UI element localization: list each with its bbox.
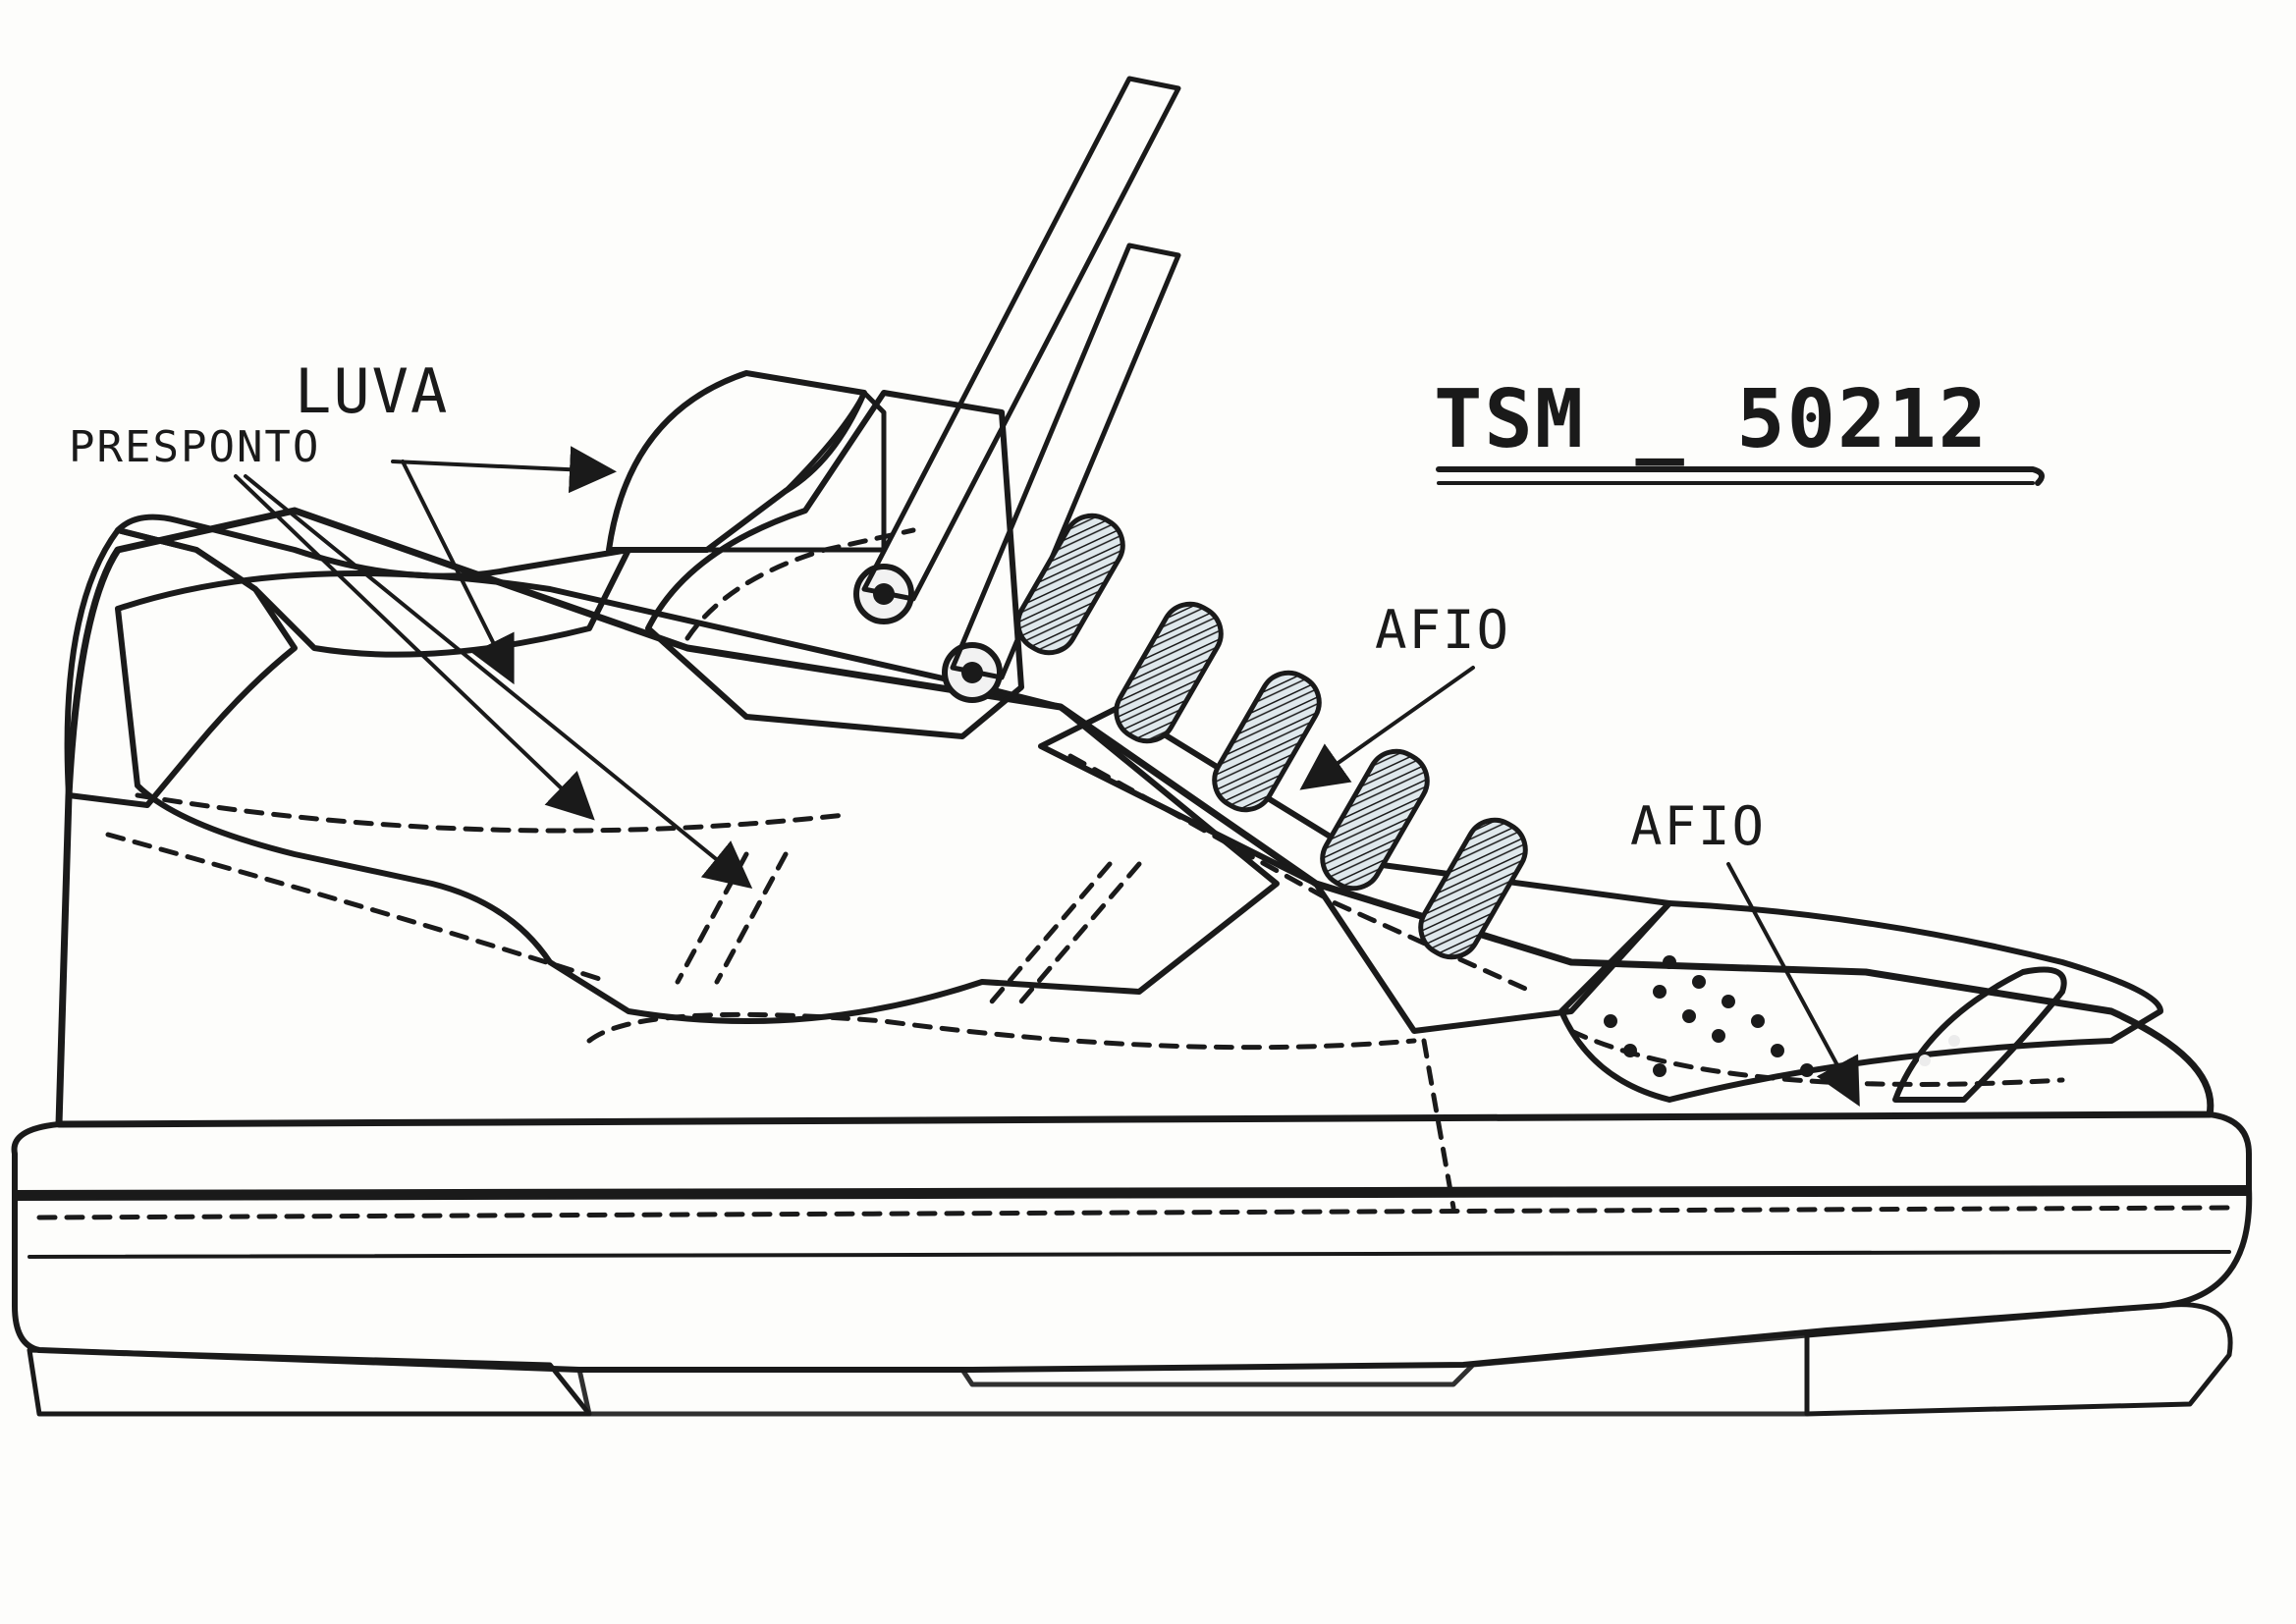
- lace-end-2: [950, 243, 1181, 680]
- lace-loop-2: [1114, 601, 1224, 744]
- lace-loop-5: [1418, 817, 1528, 960]
- heel-tread: [27, 1347, 592, 1417]
- model-code-underline: [1436, 466, 2045, 486]
- midsole: [11, 1111, 2252, 1201]
- lace-loop-4: [1320, 748, 1430, 892]
- laces: [861, 76, 1528, 960]
- toe-panel: [1558, 900, 2163, 1103]
- label-presponto: PRESPONTO: [69, 422, 320, 472]
- arrow-icon: [391, 446, 617, 494]
- collar-red: [645, 390, 1024, 739]
- sole: [11, 1111, 2253, 1417]
- arrow-icon: [244, 474, 753, 890]
- tongue-grey: [704, 390, 887, 553]
- upper: [55, 507, 2214, 1211]
- label-afio-2: AFIO: [1630, 795, 1766, 857]
- arrow-icon: [234, 474, 595, 821]
- heel-counter: [64, 527, 298, 808]
- toe-tread: [1804, 1302, 2233, 1417]
- lace-end-1: [861, 76, 1181, 602]
- model-code: TSM _ 50212: [1434, 373, 1989, 466]
- lace-loop-3: [1212, 670, 1322, 813]
- label-luva: LUVA: [295, 355, 449, 427]
- toe-perforations: [1604, 955, 1960, 1077]
- lace-loop-1: [1015, 513, 1125, 656]
- annotations: TSM _ 50212 LUVA PRESPONTO AFIO AFIO: [69, 355, 2045, 1108]
- heel-collar: [115, 514, 631, 658]
- arrow-icon: [1299, 666, 1475, 790]
- arrow-icon: [1726, 862, 1860, 1108]
- toe-red-accent: [1892, 966, 2067, 1103]
- upper-blue-base: [55, 507, 2214, 1128]
- upper-white-quarter: [115, 570, 1280, 1024]
- tongue-pull: [606, 370, 867, 553]
- label-afio-1: AFIO: [1375, 599, 1510, 661]
- tongue: [606, 370, 1024, 739]
- arrow-icon: [401, 460, 515, 685]
